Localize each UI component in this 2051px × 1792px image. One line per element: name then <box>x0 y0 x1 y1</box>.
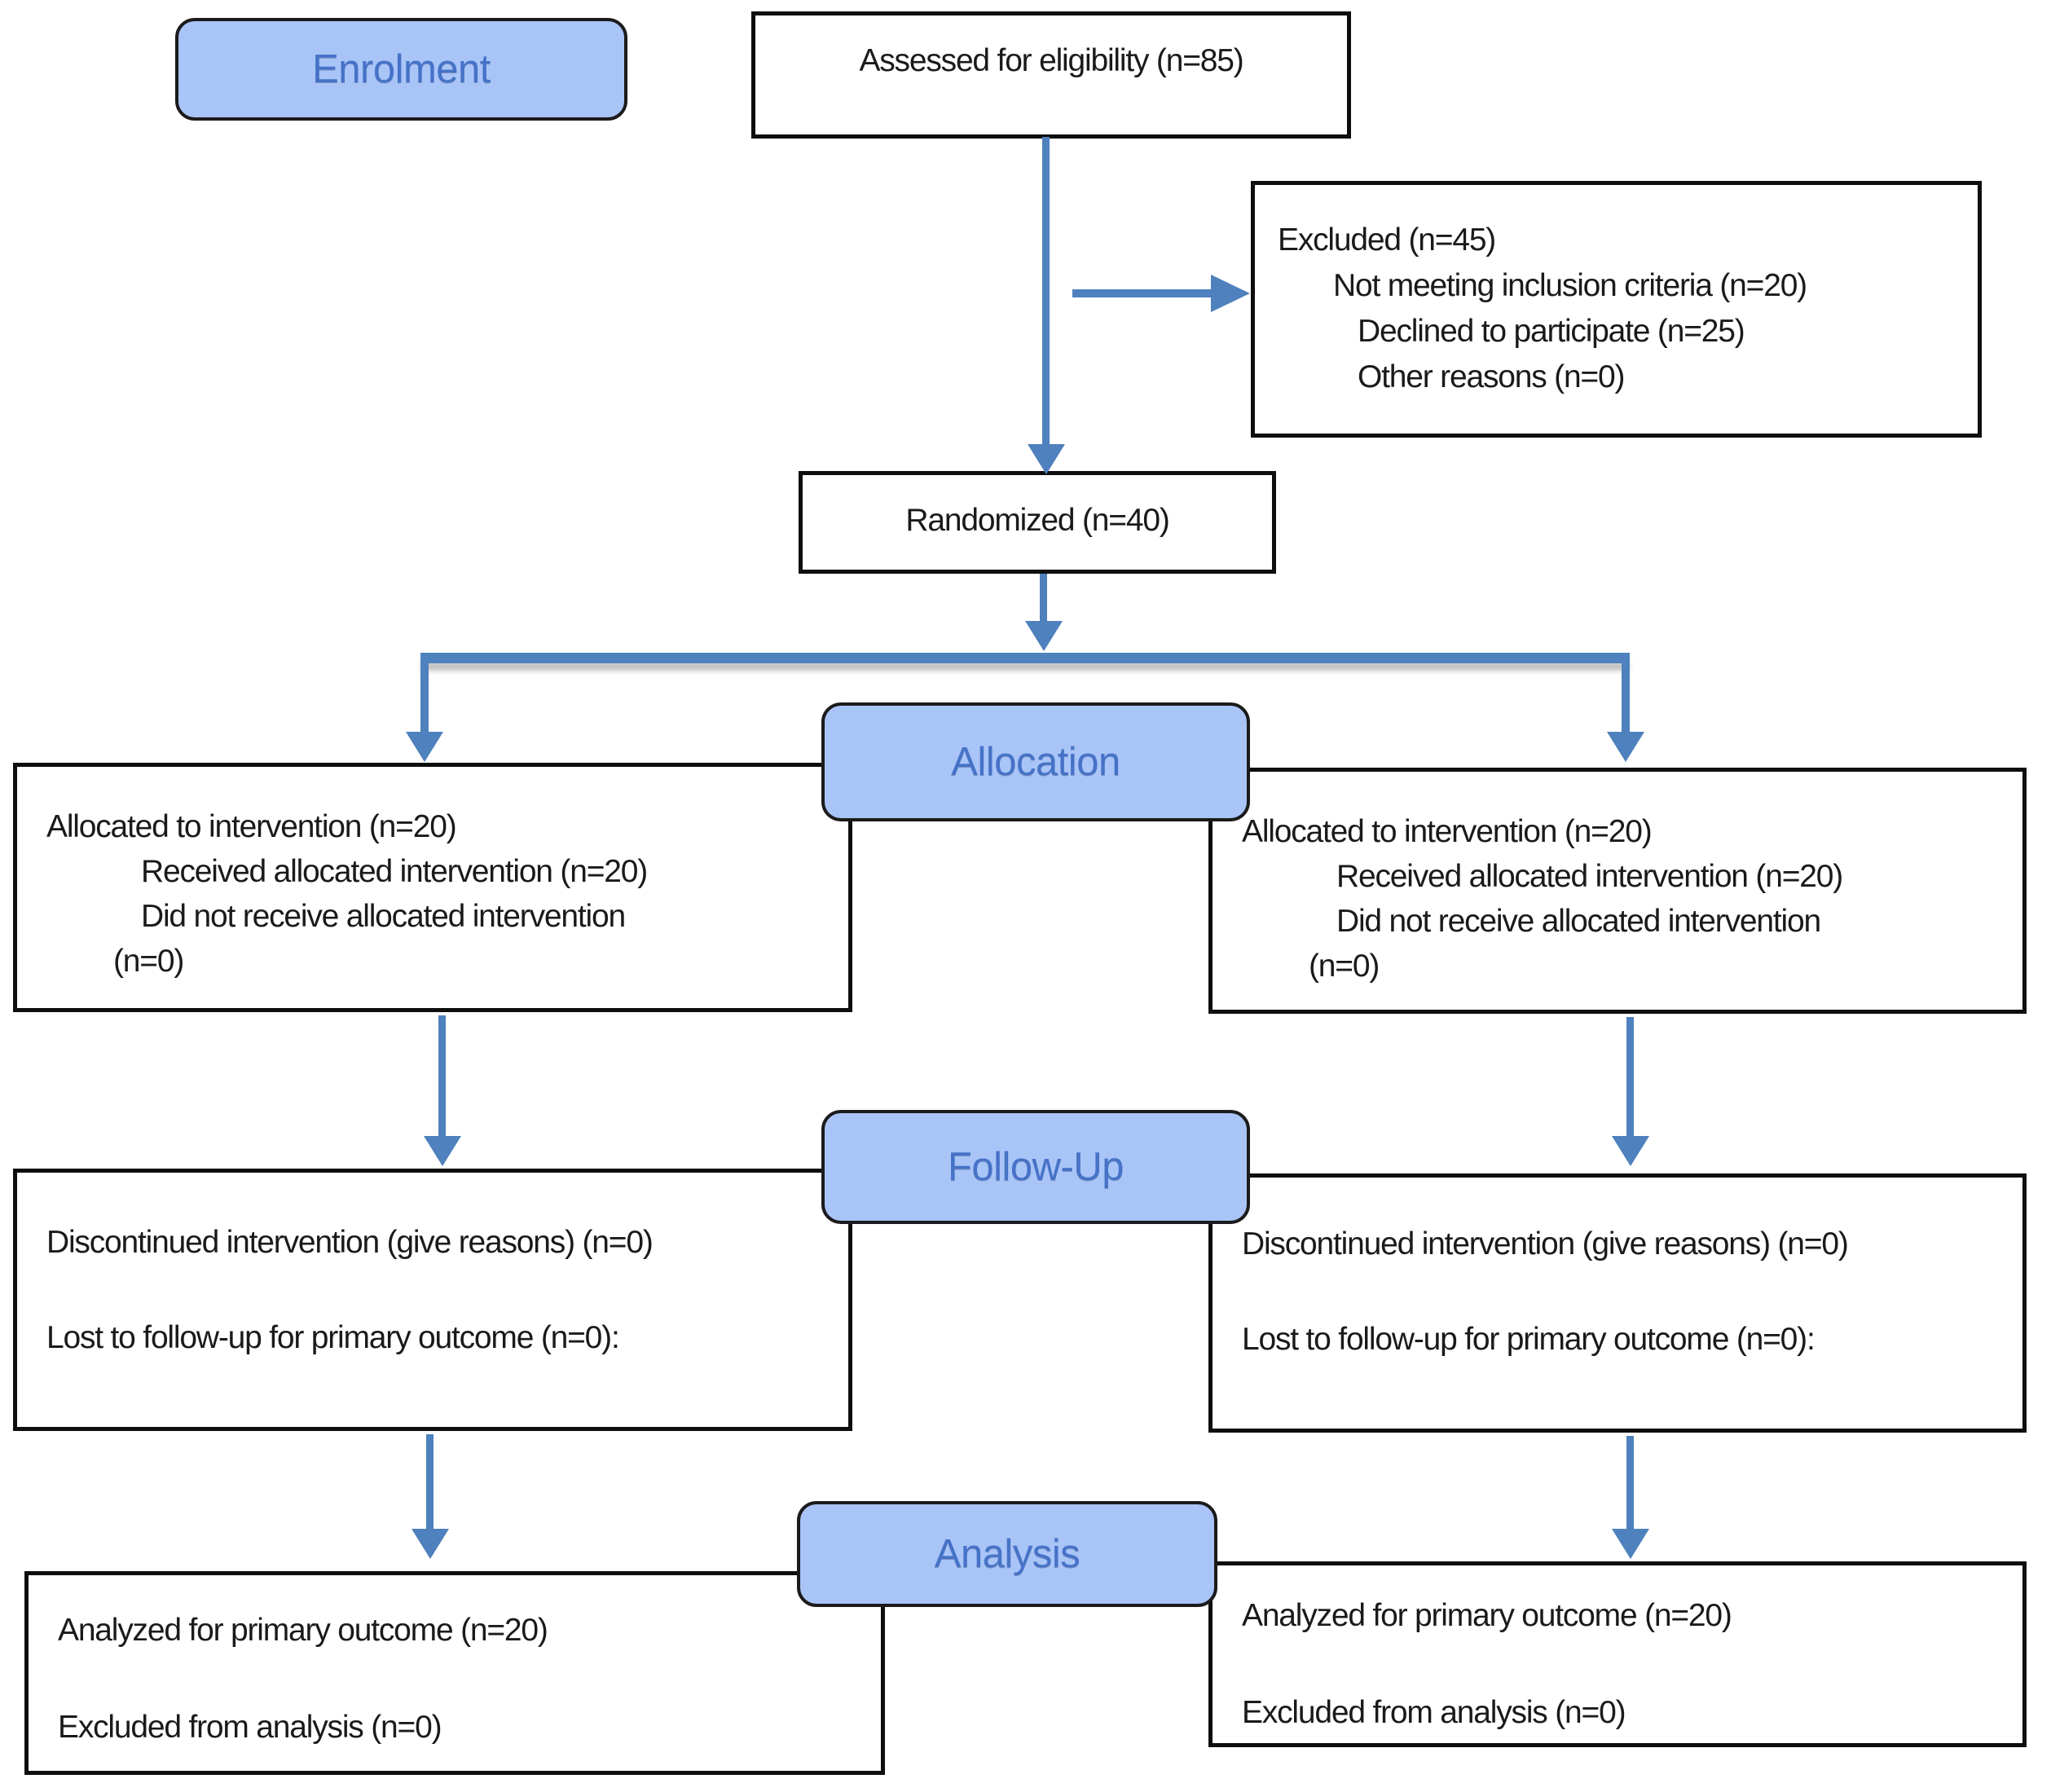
followup-right-box: Discontinued intervention (give reasons)… <box>1208 1173 2027 1433</box>
box-line: Excluded (n=45) <box>1278 222 1496 258</box>
box-line: Did not receive allocated intervention <box>1336 904 1821 939</box>
followup-left-box: Discontinued intervention (give reasons)… <box>13 1169 852 1431</box>
stage-label-allocation: Allocation <box>821 702 1250 821</box>
box-line: Did not receive allocated intervention <box>141 899 626 934</box>
split-bar <box>420 653 1630 663</box>
arrow-assessed-to-randomized <box>1042 137 1050 447</box>
box-line: Allocated to intervention (n=20) <box>1242 814 1653 849</box>
arrowhead-down-icon <box>1612 1529 1649 1559</box>
arrow-to-excluded <box>1072 289 1213 297</box>
arrow-branch-left <box>420 653 429 734</box>
arrowhead-down-icon <box>406 732 443 762</box>
arrowhead-down-icon <box>412 1529 449 1559</box>
box-line: Allocated to intervention (n=20) <box>46 809 457 844</box>
box-line: Received allocated intervention (n=20) <box>141 854 648 889</box>
allocation-left-box: Allocated to intervention (n=20) Receive… <box>13 763 852 1012</box>
box-line: Received allocated intervention (n=20) <box>1336 859 1843 894</box>
analysis-right-box: Analyzed for primary outcome (n=20) Excl… <box>1208 1561 2027 1747</box>
allocation-right-box: Allocated to intervention (n=20) Receive… <box>1208 768 2027 1014</box>
box-line: Discontinued intervention (give reasons)… <box>46 1225 654 1260</box>
analysis-left-box: Analyzed for primary outcome (n=20) Excl… <box>24 1571 885 1775</box>
box-line: (n=0) <box>113 944 184 979</box>
assessed-for-eligibility-box: Assessed for eligibility (n=85) <box>751 11 1351 139</box>
arrow-alloc-to-followup-left <box>438 1015 446 1138</box>
randomized-box: Randomized (n=40) <box>799 471 1276 574</box>
box-line: Excluded from analysis (n=0) <box>1242 1695 1626 1730</box>
stage-label-analysis: Analysis <box>797 1501 1217 1607</box>
arrowhead-down-icon <box>1028 444 1065 474</box>
arrowhead-down-icon <box>424 1136 461 1166</box>
arrowhead-right-icon <box>1211 275 1250 312</box>
box-line: (n=0) <box>1309 949 1380 984</box>
excluded-box: Excluded (n=45) Not meeting inclusion cr… <box>1251 181 1982 438</box>
arrow-followup-to-analysis-right <box>1626 1436 1634 1530</box>
arrowhead-down-icon <box>1607 732 1644 762</box>
box-line: Randomized (n=40) <box>905 503 1169 538</box>
box-line: Analyzed for primary outcome (n=20) <box>58 1613 548 1648</box>
box-line: Lost to follow-up for primary outcome (n… <box>1242 1322 1816 1357</box>
box-line: Assessed for eligibility (n=85) <box>859 43 1243 78</box>
arrow-branch-right <box>1622 653 1630 734</box>
arrowhead-down-icon <box>1612 1136 1649 1166</box>
arrowhead-down-icon <box>1025 621 1063 651</box>
box-line: Analyzed for primary outcome (n=20) <box>1242 1598 1732 1633</box>
arrow-randomized-to-split <box>1040 574 1047 623</box>
stage-label-followup: Follow-Up <box>821 1110 1250 1224</box>
box-line: Not meeting inclusion criteria (n=20) <box>1333 268 1807 303</box>
box-line: Discontinued intervention (give reasons)… <box>1242 1226 1849 1261</box>
box-line: Lost to follow-up for primary outcome (n… <box>46 1320 620 1355</box>
box-line: Declined to participate (n=25) <box>1358 314 1745 349</box>
stage-label-enrolment: Enrolment <box>175 18 627 121</box>
arrow-alloc-to-followup-right <box>1626 1017 1634 1138</box>
box-line: Excluded from analysis (n=0) <box>58 1710 442 1745</box>
arrow-followup-to-analysis-left <box>426 1434 434 1530</box>
box-line: Other reasons (n=0) <box>1358 359 1625 394</box>
